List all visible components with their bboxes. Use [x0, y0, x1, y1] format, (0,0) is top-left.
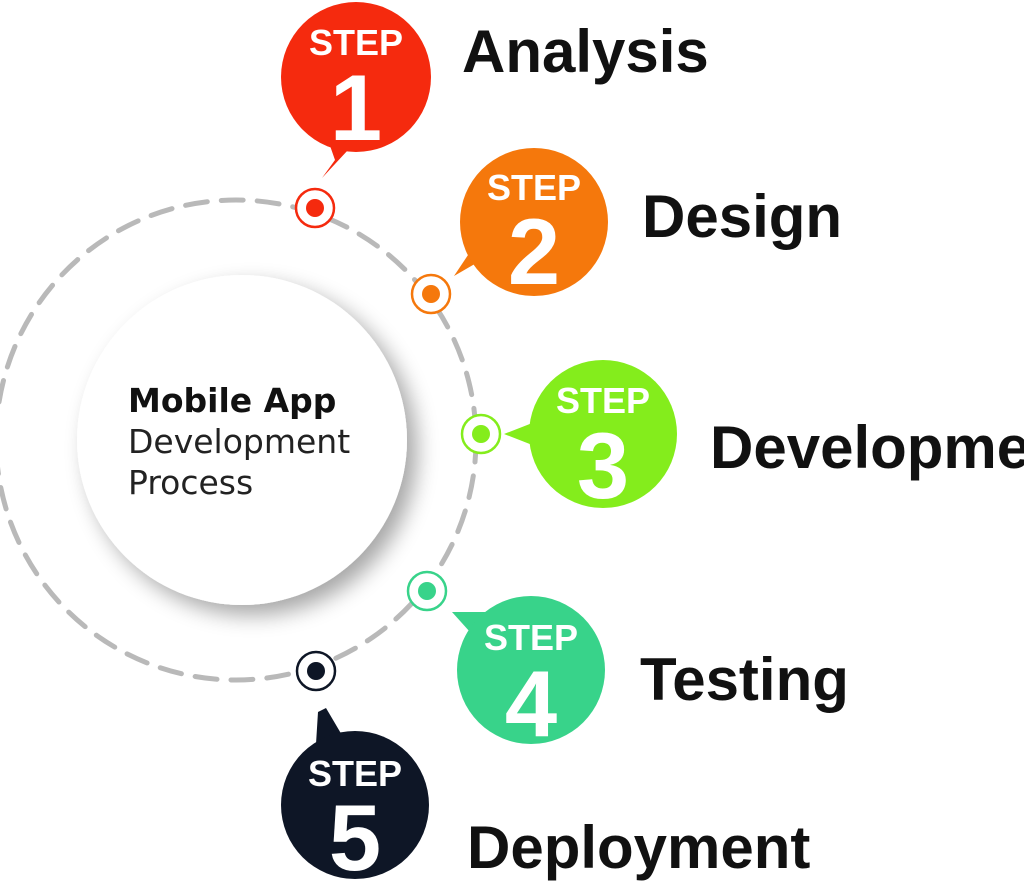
- step-3-marker-dot: [472, 425, 490, 443]
- step-2-marker-dot: [422, 285, 440, 303]
- step-4: STEP 4 Testing: [406, 570, 849, 756]
- step-5: STEP 5 Deployment: [281, 650, 810, 887]
- step-3-number: 3: [577, 413, 629, 518]
- step-2-number: 2: [508, 199, 560, 304]
- center-circle: [77, 275, 407, 605]
- step-2-bubble: [460, 148, 608, 296]
- step-1-bubble: [281, 2, 431, 152]
- step-5-bubble: [281, 731, 429, 879]
- step-4-word: STEP: [484, 617, 578, 658]
- step-3-bubble: [529, 360, 677, 508]
- step-2-label: Design: [642, 183, 842, 250]
- step-5-label: Deployment: [467, 814, 810, 881]
- step-2-word: STEP: [487, 167, 581, 208]
- center-subtitle-line2: Process: [128, 463, 253, 502]
- step-4-label: Testing: [640, 646, 849, 713]
- center-hub: Mobile App Development Process: [77, 275, 407, 605]
- step-1-marker-dot: [306, 199, 324, 217]
- step-5-word: STEP: [308, 753, 402, 794]
- step-5-number: 5: [329, 785, 381, 887]
- step-3: STEP 3 Development: [460, 360, 1024, 518]
- step-1: STEP 1 Analysis: [281, 2, 709, 229]
- step-3-label: Development: [710, 414, 1024, 481]
- step-1-label: Analysis: [462, 18, 709, 85]
- step-1-number: 1: [330, 55, 382, 160]
- step-1-word: STEP: [309, 22, 403, 63]
- center-title: Mobile App: [128, 381, 336, 420]
- step-5-marker-dot: [307, 662, 325, 680]
- step-4-marker-dot: [418, 582, 436, 600]
- step-4-bubble: [457, 596, 605, 744]
- step-4-number: 4: [505, 651, 557, 756]
- center-subtitle-line1: Development: [128, 422, 350, 461]
- step-3-word: STEP: [556, 380, 650, 421]
- step-2: STEP 2 Design: [410, 148, 842, 315]
